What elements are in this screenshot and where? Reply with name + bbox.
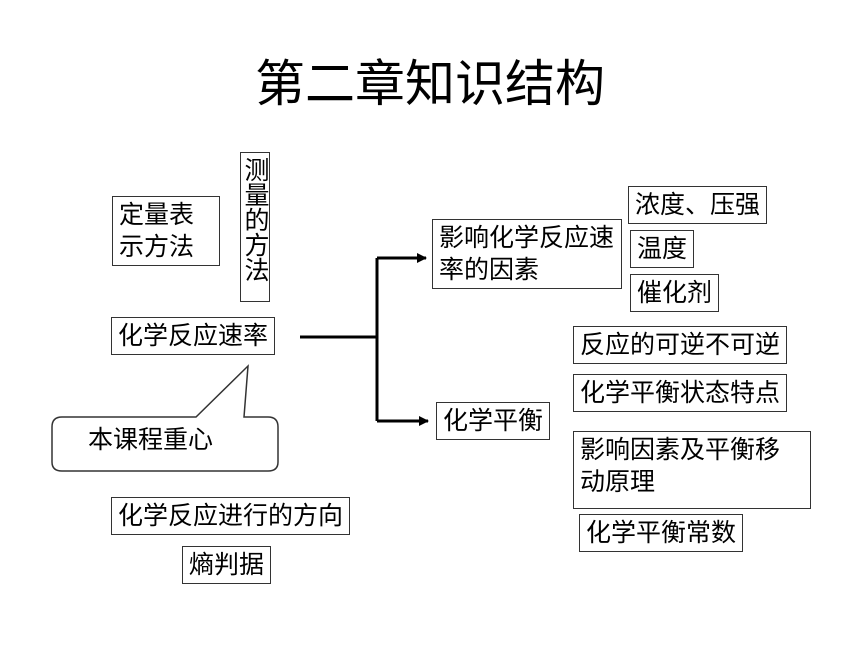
quantitative-method-box: 定量表示方法 <box>112 196 220 266</box>
page-title: 第二章知识结构 <box>255 55 605 113</box>
chemical-equilibrium-label: 化学平衡 <box>443 406 544 435</box>
factor-temperature-box: 温度 <box>630 230 695 268</box>
equilibrium-reversible-label: 反应的可逆不可逆 <box>580 330 781 359</box>
callout-label: 本课程重心 <box>88 425 214 454</box>
quantitative-method-label: 定量表示方法 <box>119 200 195 261</box>
reaction-rate-box: 化学反应速率 <box>111 317 276 355</box>
entropy-criterion-label: 熵判据 <box>189 550 265 579</box>
equilibrium-constant-box: 化学平衡常数 <box>579 514 744 552</box>
reaction-rate-label: 化学反应速率 <box>118 321 269 350</box>
rate-connector <box>300 253 429 426</box>
reaction-direction-box: 化学反应进行的方向 <box>111 497 351 535</box>
factor-temperature-label: 温度 <box>637 234 688 263</box>
equilibrium-reversible-box: 反应的可逆不可逆 <box>573 326 788 364</box>
equilibrium-shift-box: 影响因素及平衡移动原理 <box>573 431 811 509</box>
equilibrium-constant-label: 化学平衡常数 <box>586 518 737 547</box>
factor-concentration-box: 浓度、压强 <box>628 186 768 224</box>
equilibrium-state-label: 化学平衡状态特点 <box>580 378 781 407</box>
rate-factors-box: 影响化学反应速率的因素 <box>432 219 622 289</box>
factor-catalyst-label: 催化剂 <box>637 278 713 307</box>
rate-factors-label: 影响化学反应速率的因素 <box>439 223 615 284</box>
measurement-method-box: 测量的方法 <box>240 152 270 302</box>
factor-concentration-label: 浓度、压强 <box>635 190 761 219</box>
factor-catalyst-box: 催化剂 <box>630 274 720 312</box>
chemical-equilibrium-box: 化学平衡 <box>436 402 551 440</box>
entropy-criterion-box: 熵判据 <box>182 546 272 584</box>
equilibrium-shift-label: 影响因素及平衡移动原理 <box>580 435 781 496</box>
callout-bubble <box>51 364 279 472</box>
measurement-method-label: 测量的方法 <box>241 157 270 282</box>
equilibrium-state-box: 化学平衡状态特点 <box>573 374 788 412</box>
reaction-direction-label: 化学反应进行的方向 <box>118 501 344 530</box>
